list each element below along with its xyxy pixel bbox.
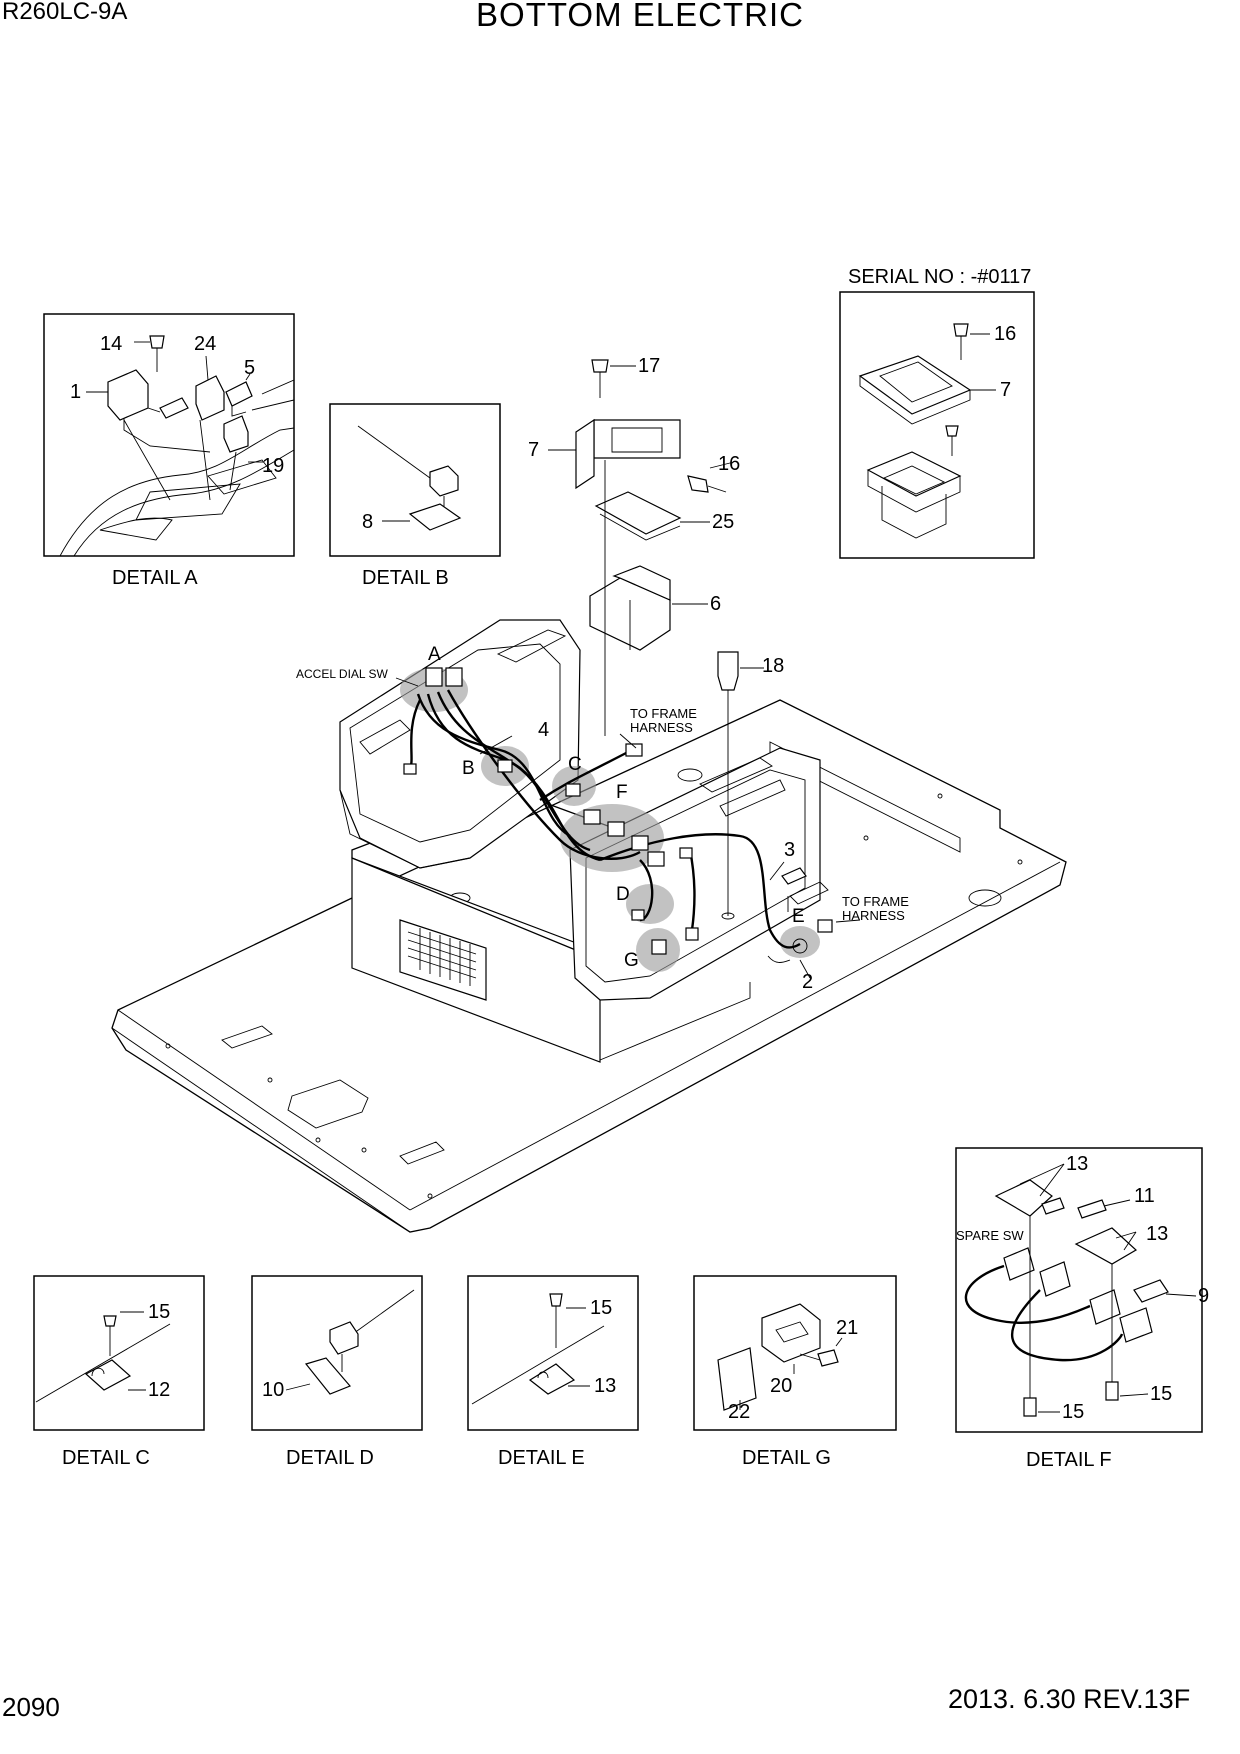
detail-d-box — [251, 1275, 423, 1431]
to-frame-note-1-line1: TO FRAME — [630, 706, 697, 721]
part-9: 9 — [1198, 1285, 1209, 1307]
part-5: 5 — [244, 357, 255, 379]
part-19: 19 — [262, 455, 284, 477]
part-10: 10 — [262, 1379, 284, 1401]
part-17: 17 — [638, 355, 660, 377]
main-leaders — [395, 677, 861, 979]
callout-a: A — [428, 644, 441, 665]
part-15-e: 15 — [590, 1297, 612, 1319]
detail-g-box — [693, 1275, 897, 1431]
part-11: 11 — [1134, 1185, 1155, 1207]
part-13-f-mid: 13 — [1146, 1223, 1168, 1245]
detail-c-caption: DETAIL C — [62, 1447, 150, 1469]
harness-connectors — [403, 667, 833, 963]
part-20: 20 — [770, 1375, 792, 1397]
callout-d: D — [616, 884, 630, 905]
sensor-18 — [717, 651, 764, 920]
part-7-serial: 7 — [1000, 379, 1011, 401]
part-8: 8 — [362, 511, 373, 533]
part-12: 12 — [148, 1379, 170, 1401]
left-console — [339, 619, 581, 869]
revision-label: 2013. 6.30 REV.13F — [948, 1684, 1191, 1714]
part-15-c: 15 — [148, 1301, 170, 1323]
callout-g: G — [624, 950, 639, 971]
part-6: 6 — [710, 593, 721, 615]
serial-note: SERIAL NO : -#0117 — [848, 266, 1032, 288]
part-15-f-left: 15 — [1062, 1401, 1084, 1423]
callout-f: F — [616, 782, 628, 803]
part-18: 18 — [762, 655, 784, 677]
part-14: 14 — [100, 333, 122, 355]
spare-sw-note: SPARE SW — [956, 1228, 1024, 1243]
part-16-serial: 16 — [994, 323, 1016, 345]
page-title: BOTTOM ELECTRIC — [476, 0, 804, 33]
part-24: 24 — [194, 333, 216, 355]
serial-detail-box — [839, 291, 1035, 559]
floor-plate — [111, 699, 1067, 1233]
part-25: 25 — [712, 511, 734, 533]
part-15-f-right: 15 — [1150, 1383, 1172, 1405]
to-frame-note-1-line2: HARNESS — [630, 720, 693, 735]
model-code: R260LC-9A — [2, 0, 128, 25]
part-21: 21 — [836, 1317, 858, 1339]
part-13-f-top: 13 — [1066, 1153, 1088, 1175]
part-3: 3 — [784, 839, 795, 861]
detail-g-caption: DETAIL G — [742, 1447, 831, 1469]
detail-c-box — [33, 1275, 205, 1431]
part-13-e: 13 — [594, 1375, 616, 1397]
part-2: 2 — [802, 971, 813, 993]
detail-a-box — [43, 313, 295, 557]
part-16-main: 16 — [718, 453, 740, 475]
detail-f-box — [955, 1147, 1203, 1433]
part-22: 22 — [728, 1401, 750, 1423]
page-number: 2090 — [2, 1692, 60, 1722]
right-console — [569, 747, 829, 1001]
detail-a-caption: DETAIL A — [112, 567, 198, 589]
accel-dial-note: ACCEL DIAL SW — [296, 667, 388, 681]
detail-e-caption: DETAIL E — [498, 1447, 585, 1469]
detail-b-caption: DETAIL B — [362, 567, 449, 589]
to-frame-note-2-line1: TO FRAME — [842, 894, 909, 909]
detail-b-box — [329, 403, 501, 557]
callout-e: E — [792, 906, 805, 927]
vent-stack — [548, 359, 735, 736]
detail-e-box — [467, 1275, 639, 1431]
part-1: 1 — [70, 381, 81, 403]
part-4: 4 — [538, 719, 549, 741]
callout-b: B — [462, 758, 475, 779]
detail-d-caption: DETAIL D — [286, 1447, 374, 1469]
detail-f-caption: DETAIL F — [1026, 1449, 1112, 1471]
to-frame-note-2-line2: HARNESS — [842, 908, 905, 923]
diagram-labels: DETAIL A DETAIL B DETAIL C DETAIL D DETA… — [62, 323, 1209, 1471]
callout-c: C — [568, 754, 582, 775]
part-7-main: 7 — [528, 439, 539, 461]
